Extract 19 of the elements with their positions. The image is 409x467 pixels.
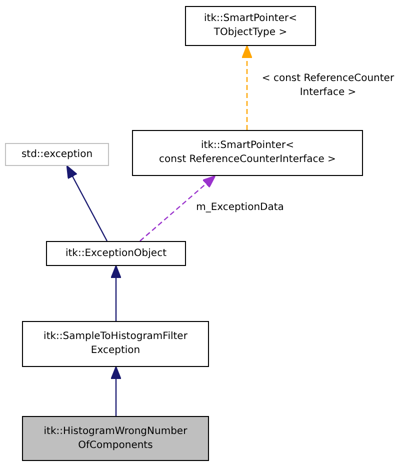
class-box xyxy=(132,130,363,176)
class-name: itk::SmartPointer< TObjectType > xyxy=(204,12,297,40)
class-box xyxy=(5,143,109,166)
class-box xyxy=(22,321,209,367)
class-name: itk::SmartPointer< const ReferenceCounterInterface > xyxy=(159,139,336,167)
arrow xyxy=(66,165,108,242)
arrow xyxy=(140,175,216,242)
arrow xyxy=(110,366,122,416)
class-name: itk::ExceptionObject xyxy=(65,246,166,260)
class-name: itk::SampleToHistogramFilter Exception xyxy=(44,330,188,358)
class-box xyxy=(22,416,209,461)
arrow xyxy=(242,45,252,130)
class-name: std::exception xyxy=(21,148,93,162)
class-box xyxy=(185,6,316,46)
edge-label: < const ReferenceCounter Interface > xyxy=(260,72,396,100)
class-box xyxy=(46,241,186,266)
class-name: itk::HistogramWrongNumber OfComponents xyxy=(44,424,188,452)
arrow xyxy=(110,265,122,321)
edge-label: m_ExceptionData xyxy=(195,201,285,215)
